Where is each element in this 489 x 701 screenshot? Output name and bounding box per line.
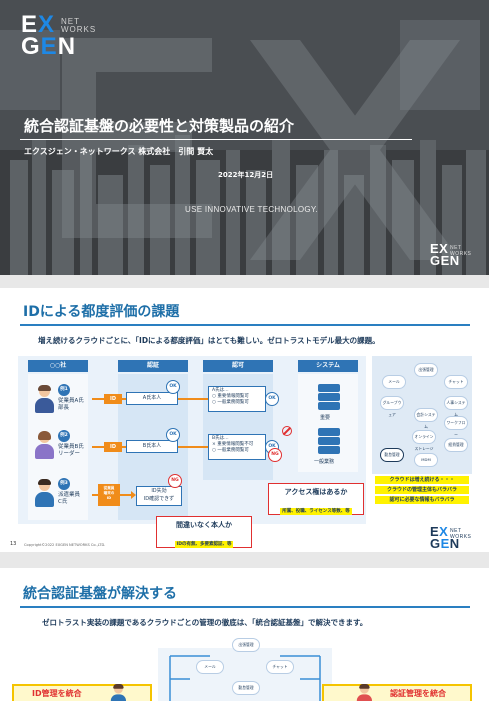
- column-header-authentication: 認証: [118, 360, 188, 372]
- person-icon: [34, 431, 54, 460]
- cloud-item: 出張管理: [232, 638, 260, 652]
- solution-slide: 統合認証基盤が解決する ゼロトラスト実装の課題であるクラウドごとの管理の徹底は、…: [0, 568, 489, 701]
- identity-callout: 間違いなく本人か IDの有無、多要素認証、等: [156, 516, 252, 548]
- ok-badge: OK: [166, 380, 180, 394]
- auth-result-failed: ID失効 ID確認できず: [136, 486, 182, 506]
- cloud-notes: クラウドは増え続ける・・・ クラウドの管理主体もバラバラ 認可に必要な情報もバラ…: [372, 476, 472, 506]
- auth-management-box: 認証管理を統合: [322, 684, 472, 701]
- person-icon: [110, 684, 126, 701]
- person-name: 派遣業員 C氏: [58, 492, 81, 505]
- person-icon: [34, 385, 54, 414]
- cloud-item: メール: [196, 660, 224, 674]
- person-icon: [356, 684, 372, 701]
- authz-result: B氏は… × 重要情報閲覧不可 ○ 一般業務閲覧可: [208, 434, 266, 460]
- server-icon: [318, 384, 340, 412]
- column-header-system: システム: [298, 360, 358, 372]
- example-badge: 例3: [58, 478, 70, 490]
- ok-badge: OK: [166, 428, 180, 442]
- auth-result: B氏本人: [126, 440, 178, 453]
- cover-date: 2022年12月2日: [218, 171, 274, 179]
- access-right-callout: アクセス権はあるか 所属、役職、ライセンス等数、等: [268, 483, 364, 515]
- system-label-general: 一般業務: [314, 459, 335, 465]
- cloud-item: 勤怠管理: [380, 448, 404, 462]
- cover-title: 統合認証基盤の必要性と対策製品の紹介: [24, 117, 295, 135]
- cloud-item: オンラインストレージ: [412, 430, 436, 451]
- example-badge: 例1: [58, 384, 70, 396]
- title-divider: [20, 324, 470, 326]
- column-header-company: ○○社: [28, 360, 88, 372]
- cloud-item: 会計システム: [414, 408, 438, 429]
- server-icon: [318, 428, 340, 456]
- cloud-item: グループウェア: [380, 396, 404, 417]
- authz-result: A氏は… ○ 重要情報閲覧可 ○ 一般業務閲覧可: [208, 386, 266, 412]
- ok-badge: OK: [265, 392, 279, 406]
- cloud-item: 出張管理: [414, 363, 438, 377]
- page-number: 13: [10, 541, 17, 547]
- slide-lead: 増え続けるクラウドごとに、「IDによる都度評価」はとても難しい。ゼロトラストモデ…: [38, 336, 380, 345]
- cloud-item: チャット: [266, 660, 294, 674]
- slide-lead: ゼロトラスト実装の課題であるクラウドごとの管理の徹底は、「統合認証基盤」で解決で…: [42, 618, 368, 627]
- ng-badge: NG: [168, 474, 182, 488]
- cloud-item: ワークフロー: [444, 416, 468, 437]
- cloud-item: MDM: [414, 453, 438, 467]
- title-divider: [20, 606, 470, 608]
- cloud-item: 経費管理: [444, 438, 468, 452]
- example-badge: 例2: [58, 430, 70, 442]
- cloud-item: メール: [382, 375, 406, 389]
- cover-company: エクスジェン・ネットワークス 株式会社 引間 賢太: [24, 147, 214, 156]
- device-id-chip: 従業員 端末の ID: [98, 484, 120, 506]
- slide-title: IDによる都度評価の課題: [23, 304, 180, 320]
- city-background-image: [0, 0, 489, 275]
- cover-divider: [20, 139, 412, 140]
- cloud-item: 勤怠管理: [232, 681, 260, 695]
- slide-title: 統合認証基盤が解決する: [23, 586, 177, 602]
- system-label-important: 重要: [320, 415, 331, 421]
- ng-badge: NG: [268, 448, 282, 462]
- person-name: 従業員B氏 リーダー: [58, 444, 84, 457]
- person-icon: [34, 479, 54, 508]
- column-header-authorization: 認可: [203, 360, 273, 372]
- cover-slogan: USE INNOVATIVE TECHNOLOGY.: [185, 205, 319, 214]
- auth-result: A氏本人: [126, 392, 178, 405]
- copyright: Copyright©2022 EXGEN NETWORKS Co.,LTD.: [24, 543, 106, 547]
- prohibited-icon: [282, 426, 292, 436]
- id-management-box: ID管理を統合: [12, 684, 152, 701]
- cloud-item: チャット: [444, 375, 468, 389]
- id-chip: ID: [104, 394, 122, 404]
- person-name: 従業員A氏 部長: [58, 398, 84, 411]
- challenge-slide: IDによる都度評価の課題 増え続けるクラウドごとに、「IDによる都度評価」はとて…: [0, 288, 489, 552]
- id-chip: ID: [104, 442, 122, 452]
- cloud-item: 人事システム: [444, 396, 468, 417]
